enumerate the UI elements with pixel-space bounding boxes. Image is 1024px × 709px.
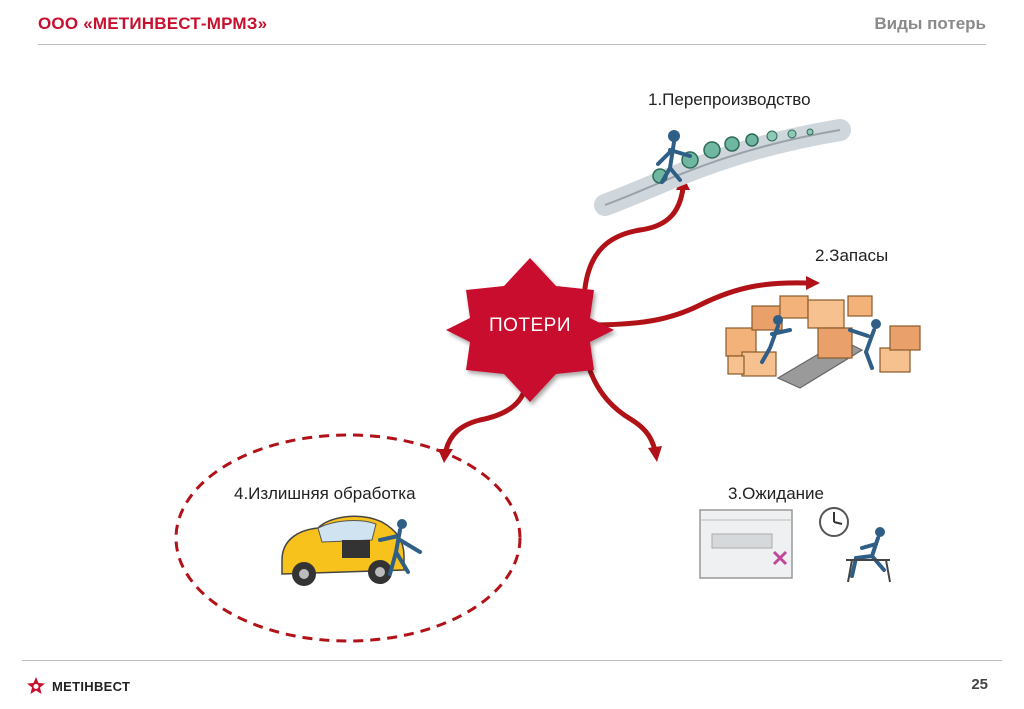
- slide-title: Виды потерь: [874, 14, 986, 33]
- header-divider: [38, 44, 986, 45]
- highlight-ellipse: [174, 433, 522, 643]
- car-repair-icon: [281, 515, 422, 586]
- arrow-to-overprocessing: [443, 382, 529, 453]
- page-number: 25: [971, 676, 988, 693]
- logo-text: МЕТІНВЕСТ: [52, 678, 131, 694]
- production-line-icon: [594, 119, 851, 216]
- center-label: ПОТЕРИ: [488, 315, 572, 336]
- metinvest-logo-icon: [27, 677, 45, 694]
- label-overproduction: 1.Перепроизводство: [648, 90, 811, 109]
- arrow-to-waiting: [585, 362, 658, 453]
- arrows: [443, 185, 811, 453]
- label-waiting: 3.Ожидание: [728, 484, 824, 503]
- footer-logo: МЕТІНВЕСТ: [26, 676, 130, 696]
- waiting-clock-icon: [699, 507, 891, 583]
- inventory-boxes-icon: [725, 295, 921, 389]
- arrow-to-overproduction: [582, 185, 686, 291]
- arrow-to-inventory: [587, 280, 811, 328]
- label-overprocessing: 4.Излишняя обработка: [234, 484, 416, 503]
- label-inventory: 2.Запасы: [815, 246, 889, 265]
- footer-divider: [22, 660, 1002, 661]
- company-name: ООО «МЕТИНВЕСТ-МРМЗ»: [38, 14, 268, 33]
- center-star: [446, 258, 614, 402]
